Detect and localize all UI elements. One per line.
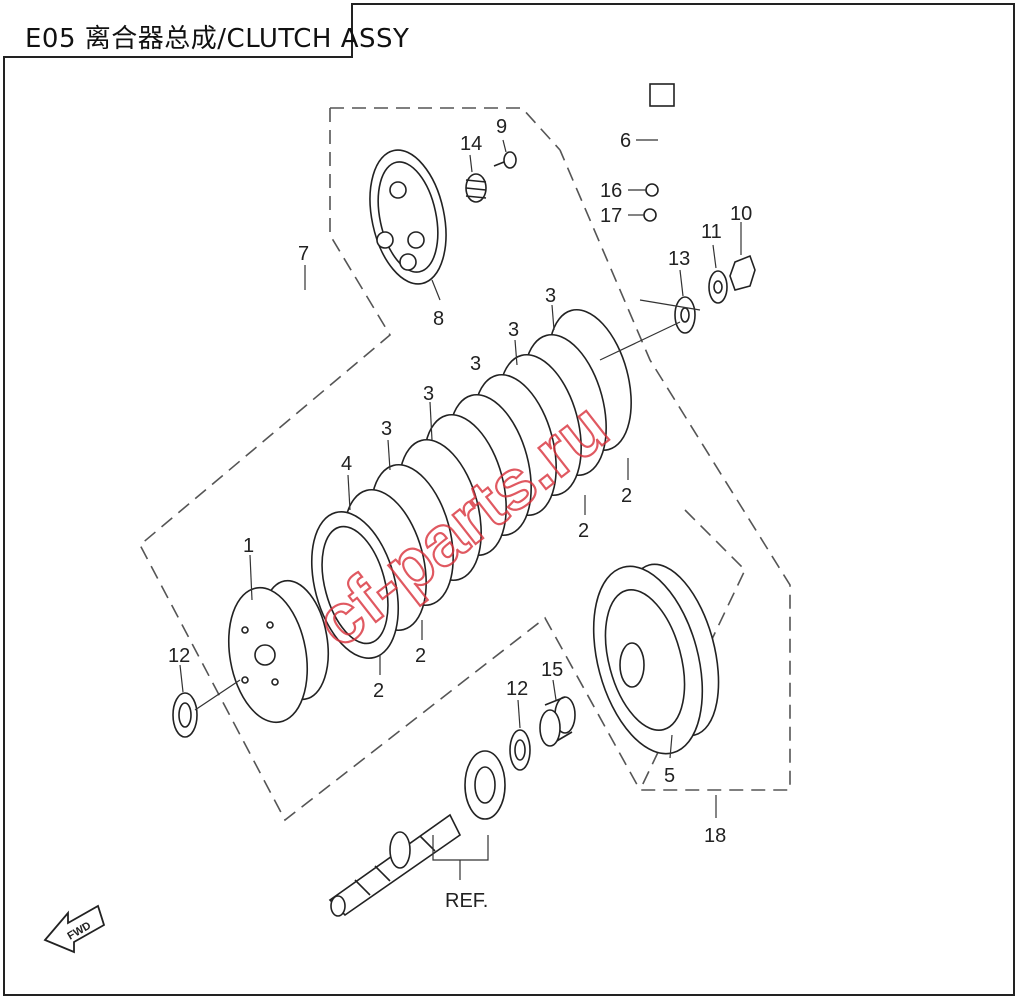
callout-1: 1 [243, 535, 254, 557]
page-title: E05 离合器总成/CLUTCH ASSY [25, 24, 410, 54]
callout-12-right: 12 [506, 678, 528, 700]
ref-label: REF. [445, 890, 488, 912]
washer-12-left-hole [178, 702, 192, 728]
o-ring-17 [643, 208, 657, 222]
bolt-9 [493, 151, 517, 169]
callout-2-b: 2 [415, 645, 426, 667]
pressure-plate-8 [369, 149, 447, 285]
callout-18: 18 [704, 825, 726, 847]
callout-12-left: 12 [168, 645, 190, 667]
bearing-ref [464, 750, 506, 820]
clutch-plate-stack [310, 308, 632, 659]
push-rod-7 [298, 283, 337, 307]
callout-6: 6 [620, 130, 631, 152]
clutch-basket-5 [592, 563, 720, 755]
main-shaft-ref [328, 813, 462, 917]
collar-15 [539, 696, 576, 747]
callout-2-a: 2 [373, 680, 384, 702]
diagram-frame [3, 3, 1015, 996]
callout-14: 14 [460, 133, 482, 155]
washer-12-right-hole [514, 739, 526, 761]
callout-5: 5 [664, 765, 675, 787]
fwd-arrow-icon: FWD [43, 904, 106, 954]
pressure-plate-group-left [138, 108, 791, 822]
callout-7: 7 [298, 243, 309, 265]
callout-3-d: 3 [508, 319, 519, 341]
callout-2-d: 2 [621, 485, 632, 507]
release-shaft [649, 83, 675, 167]
clutch-center-1 [227, 579, 329, 724]
callouts: 1 12 4 3 3 3 3 3 2 2 2 2 5 6 7 8 9 10 11… [168, 116, 752, 912]
callout-11: 11 [701, 221, 722, 243]
nut-10 [729, 254, 756, 291]
callout-16: 16 [600, 180, 622, 202]
callout-10: 10 [730, 203, 752, 225]
callout-4: 4 [341, 453, 352, 475]
callout-2-c: 2 [578, 520, 589, 542]
leader-lines [179, 139, 742, 880]
callout-3-a: 3 [381, 418, 392, 440]
callout-9: 9 [496, 116, 507, 138]
callout-13: 13 [668, 248, 690, 270]
title-box: E05 离合器总成/CLUTCH ASSY [3, 3, 409, 58]
spring-14 [465, 173, 487, 203]
callout-3-c: 3 [470, 353, 481, 375]
callout-8: 8 [433, 308, 444, 330]
callout-17: 17 [600, 205, 622, 227]
pressure-plate-group-outline [330, 107, 561, 151]
oil-seal-16 [645, 183, 659, 197]
callout-3-b: 3 [423, 383, 434, 405]
washer-11-hole [713, 280, 723, 294]
callout-3-e: 3 [545, 285, 556, 307]
callout-15: 15 [541, 659, 563, 681]
washer-13-hole [680, 307, 690, 323]
